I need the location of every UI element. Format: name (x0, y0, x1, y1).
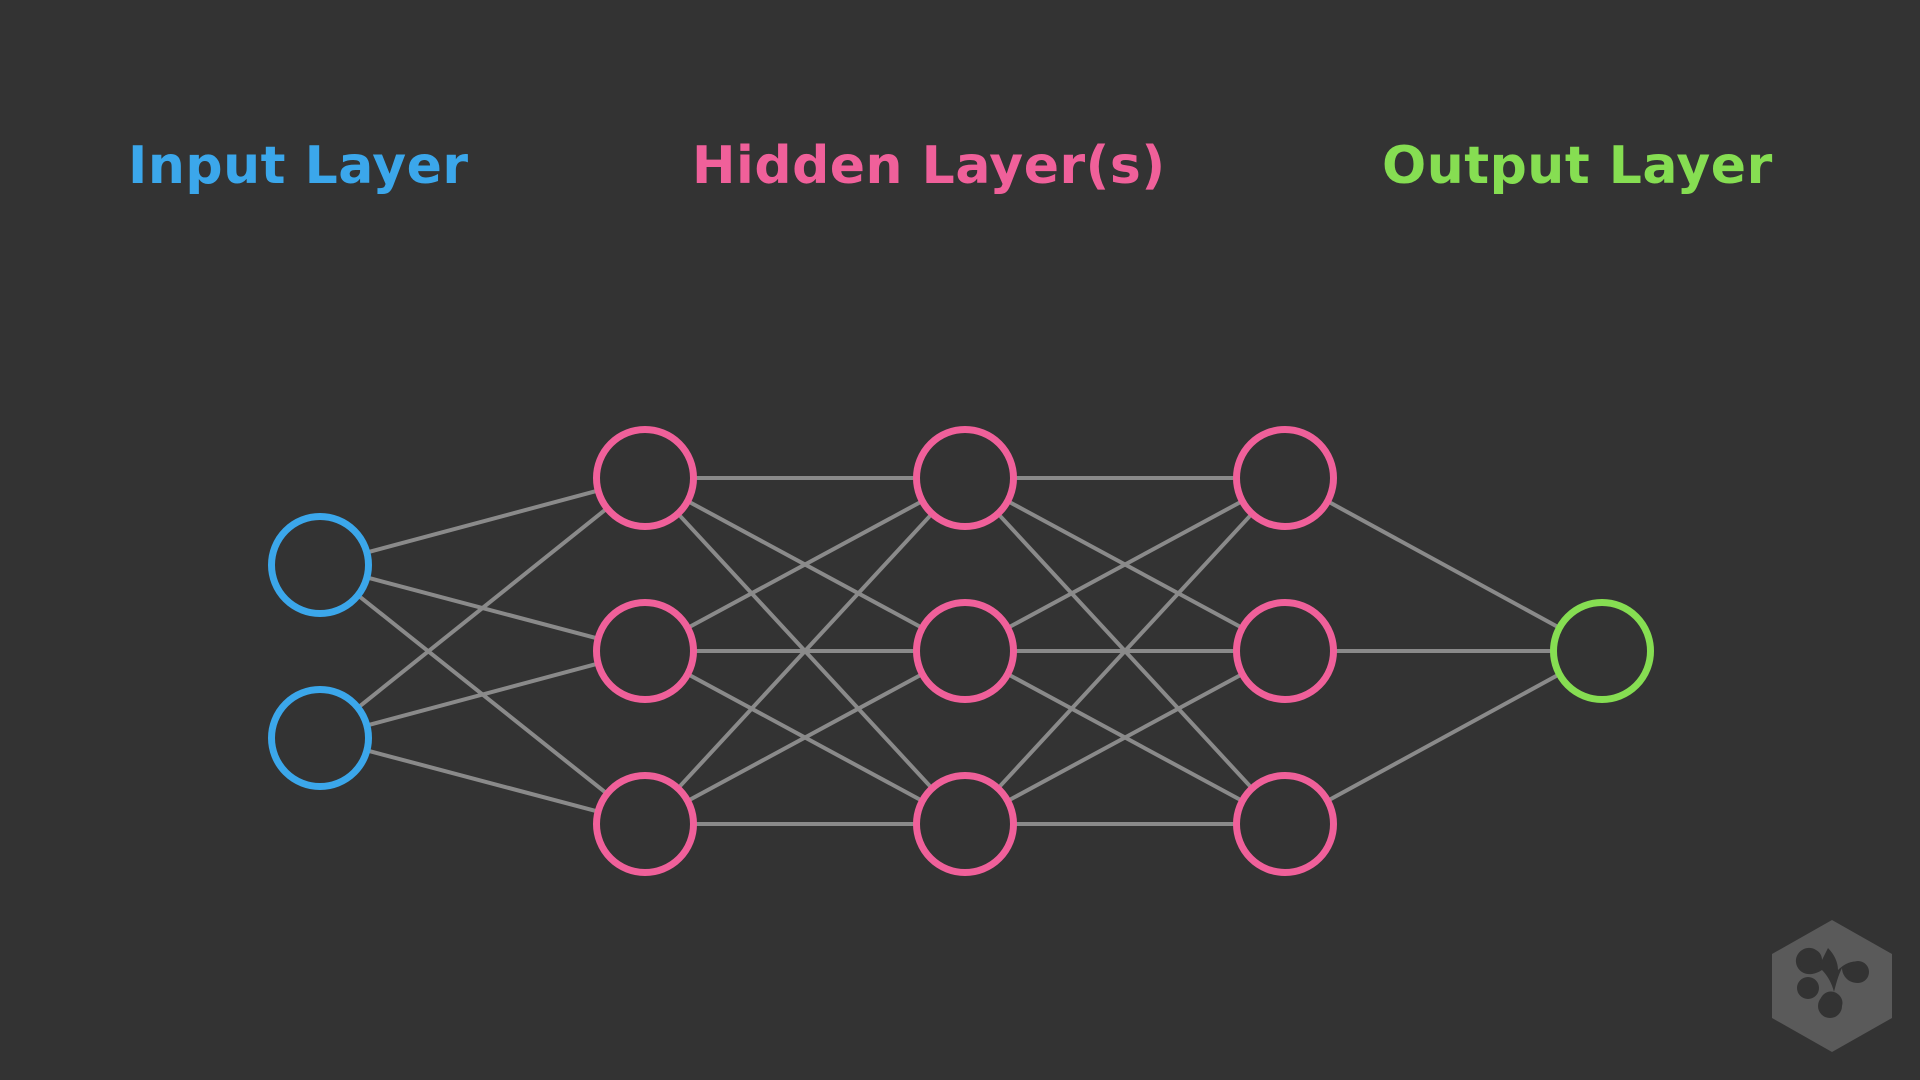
network-edge (1008, 500, 1242, 629)
network-node-output[interactable] (1550, 599, 1654, 703)
logo-dot-lower-left (1797, 977, 1819, 999)
logo-dot-right (1847, 961, 1869, 983)
layer-label-row: Input Layer Hidden Layer(s) Output Layer (0, 0, 1920, 230)
logo-dot-left (1799, 950, 1821, 972)
network-edge (998, 514, 1252, 788)
network-node-hidden[interactable] (1233, 426, 1337, 530)
network-node-input[interactable] (268, 686, 372, 790)
network-node-hidden[interactable] (913, 426, 1017, 530)
network-node-hidden[interactable] (913, 599, 1017, 703)
network-edge (368, 749, 597, 813)
treehouse-logo-watermark (1772, 920, 1892, 1052)
hexagon-icon (1772, 920, 1892, 1052)
logo-dot-bottom (1818, 994, 1842, 1018)
network-edge (368, 489, 597, 554)
network-edge (368, 662, 597, 727)
network-edge (688, 673, 922, 802)
hidden-layer-label: Hidden Layer(s) (692, 136, 1166, 196)
network-edge (358, 508, 607, 708)
nodes-group (268, 426, 1654, 876)
output-layer-label: Output Layer (1382, 136, 1773, 196)
network-node-hidden[interactable] (913, 772, 1017, 876)
edges-group (358, 476, 1559, 826)
network-node-hidden[interactable] (593, 599, 697, 703)
network-edge (678, 514, 932, 788)
network-edge (1328, 500, 1559, 629)
network-node-hidden[interactable] (1233, 772, 1337, 876)
network-edge (1008, 673, 1242, 802)
network-edge (688, 500, 922, 629)
network-node-hidden[interactable] (1233, 599, 1337, 703)
network-edge (1328, 673, 1559, 802)
network-node-hidden[interactable] (593, 426, 697, 530)
input-layer-label: Input Layer (128, 136, 469, 196)
network-node-hidden[interactable] (593, 772, 697, 876)
network-node-input[interactable] (268, 513, 372, 617)
